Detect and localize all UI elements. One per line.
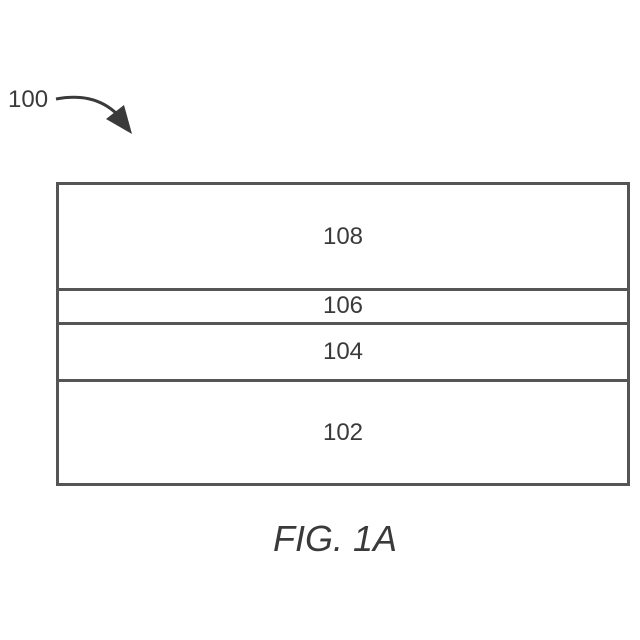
layer-label: 108 xyxy=(323,223,363,251)
figure-caption: FIG. 1A xyxy=(0,518,640,560)
layer-102: 102 xyxy=(59,382,627,483)
layer-104: 104 xyxy=(59,325,627,382)
layer-106: 106 xyxy=(59,291,627,325)
layer-label: 102 xyxy=(323,419,363,447)
layer-label: 104 xyxy=(323,338,363,366)
layer-label: 106 xyxy=(323,292,363,320)
layer-108: 108 xyxy=(59,185,627,291)
layer-stack: 108 106 104 102 xyxy=(56,182,630,486)
